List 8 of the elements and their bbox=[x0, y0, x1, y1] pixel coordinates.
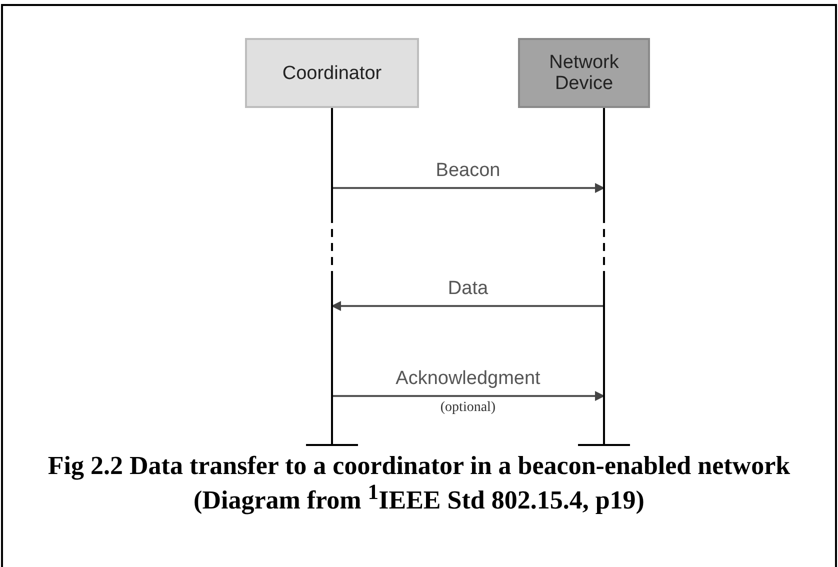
message-label: Acknowledgment bbox=[394, 368, 542, 390]
participant-box: Network Device bbox=[518, 38, 650, 108]
figure-caption: Fig 2.2 Data transfer to a coordinator in a beacon-enabled network (Diagram from $^{1}$IEEE Std 802.15.4, p19) bbox=[46, 452, 792, 514]
message-arrow bbox=[332, 391, 605, 401]
message-arrow bbox=[331, 301, 604, 311]
note-text: (optional) bbox=[438, 400, 498, 416]
participant-box: Coordinator bbox=[245, 38, 419, 108]
message-arrow bbox=[332, 183, 605, 193]
